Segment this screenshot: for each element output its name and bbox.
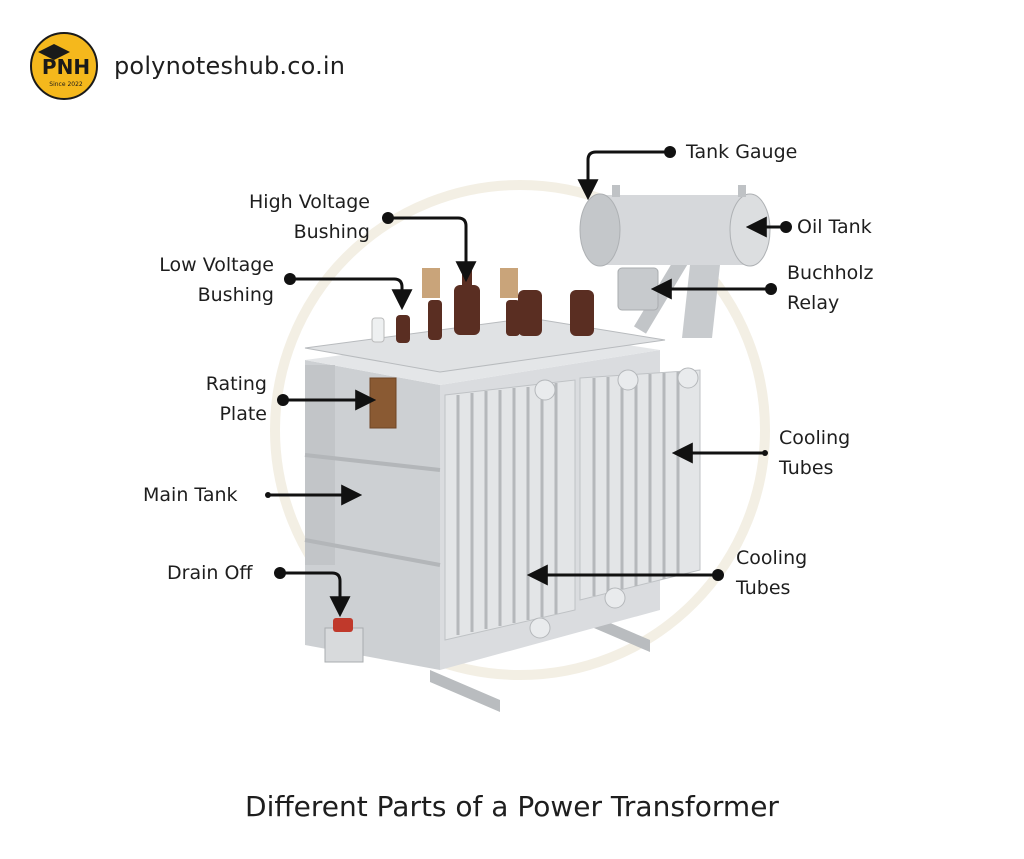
radiator-right: [579, 367, 701, 609]
graduation-cap-icon: [38, 44, 70, 60]
leader-oil-tank: [745, 216, 792, 238]
logo: PNH Since 2022: [30, 32, 98, 100]
label-cooling-a-line1: Cooling: [779, 427, 851, 449]
label-buchholz-line1: Buchholz: [787, 262, 874, 284]
label-cooling-a-line2: Tubes: [779, 457, 834, 479]
label-buchholz-relay: Buchholz Relay: [787, 258, 873, 318]
leader-lines: [265, 146, 792, 618]
leader-buchholz: [650, 278, 777, 300]
label-cooling-b-line1: Cooling: [736, 547, 808, 569]
logo-badge-icon: PNH Since 2022: [30, 32, 98, 100]
label-tank-gauge: Tank Gauge: [686, 141, 798, 163]
label-drain-off: Drain Off: [167, 562, 253, 584]
label-high-voltage-bushing: High Voltage Bushing: [200, 187, 370, 247]
leader-rating: [277, 389, 377, 411]
label-rating-line1: Rating: [205, 373, 267, 395]
label-buchholz-line2: Relay: [787, 292, 840, 314]
label-rating-line2: Plate: [219, 403, 267, 425]
rating-plate-shape: [369, 377, 397, 429]
drain-valve: [324, 618, 364, 663]
label-hv-line2: Bushing: [293, 221, 370, 243]
label-rating-plate: Rating Plate: [150, 369, 267, 429]
label-hv-line1: High Voltage: [249, 191, 370, 213]
site-name[interactable]: polynoteshub.co.in: [114, 52, 346, 80]
label-cooling-tubes-lower: Cooling Tubes: [736, 543, 807, 603]
leader-hv: [382, 212, 477, 283]
leader-main-tank: [265, 484, 363, 506]
figure-caption: Different Parts of a Power Transformer: [245, 790, 779, 823]
brand-header: PNH Since 2022 polynoteshub.co.in: [30, 32, 345, 100]
label-cooling-tubes-upper: Cooling Tubes: [779, 423, 850, 483]
label-lv-line2: Bushing: [197, 284, 274, 306]
label-oil-tank: Oil Tank: [797, 216, 872, 238]
label-low-voltage-bushing: Low Voltage Bushing: [120, 250, 274, 310]
bushings: [371, 268, 594, 343]
leader-drain: [274, 567, 351, 618]
watermark-ring: [270, 180, 770, 680]
logo-subtext: Since 2022: [49, 81, 83, 88]
leader-lv: [284, 273, 413, 311]
label-lv-line1: Low Voltage: [159, 254, 274, 276]
leader-cooling-b: [526, 564, 724, 586]
leader-tank-gauge: [577, 146, 676, 201]
buchholz-relay-shape: [617, 267, 659, 311]
logo-text: PNH: [42, 55, 90, 79]
radiator-left: [444, 379, 576, 641]
label-main-tank: Main Tank: [143, 484, 238, 506]
label-cooling-b-line2: Tubes: [736, 577, 791, 599]
leader-cooling-a: [671, 442, 768, 464]
